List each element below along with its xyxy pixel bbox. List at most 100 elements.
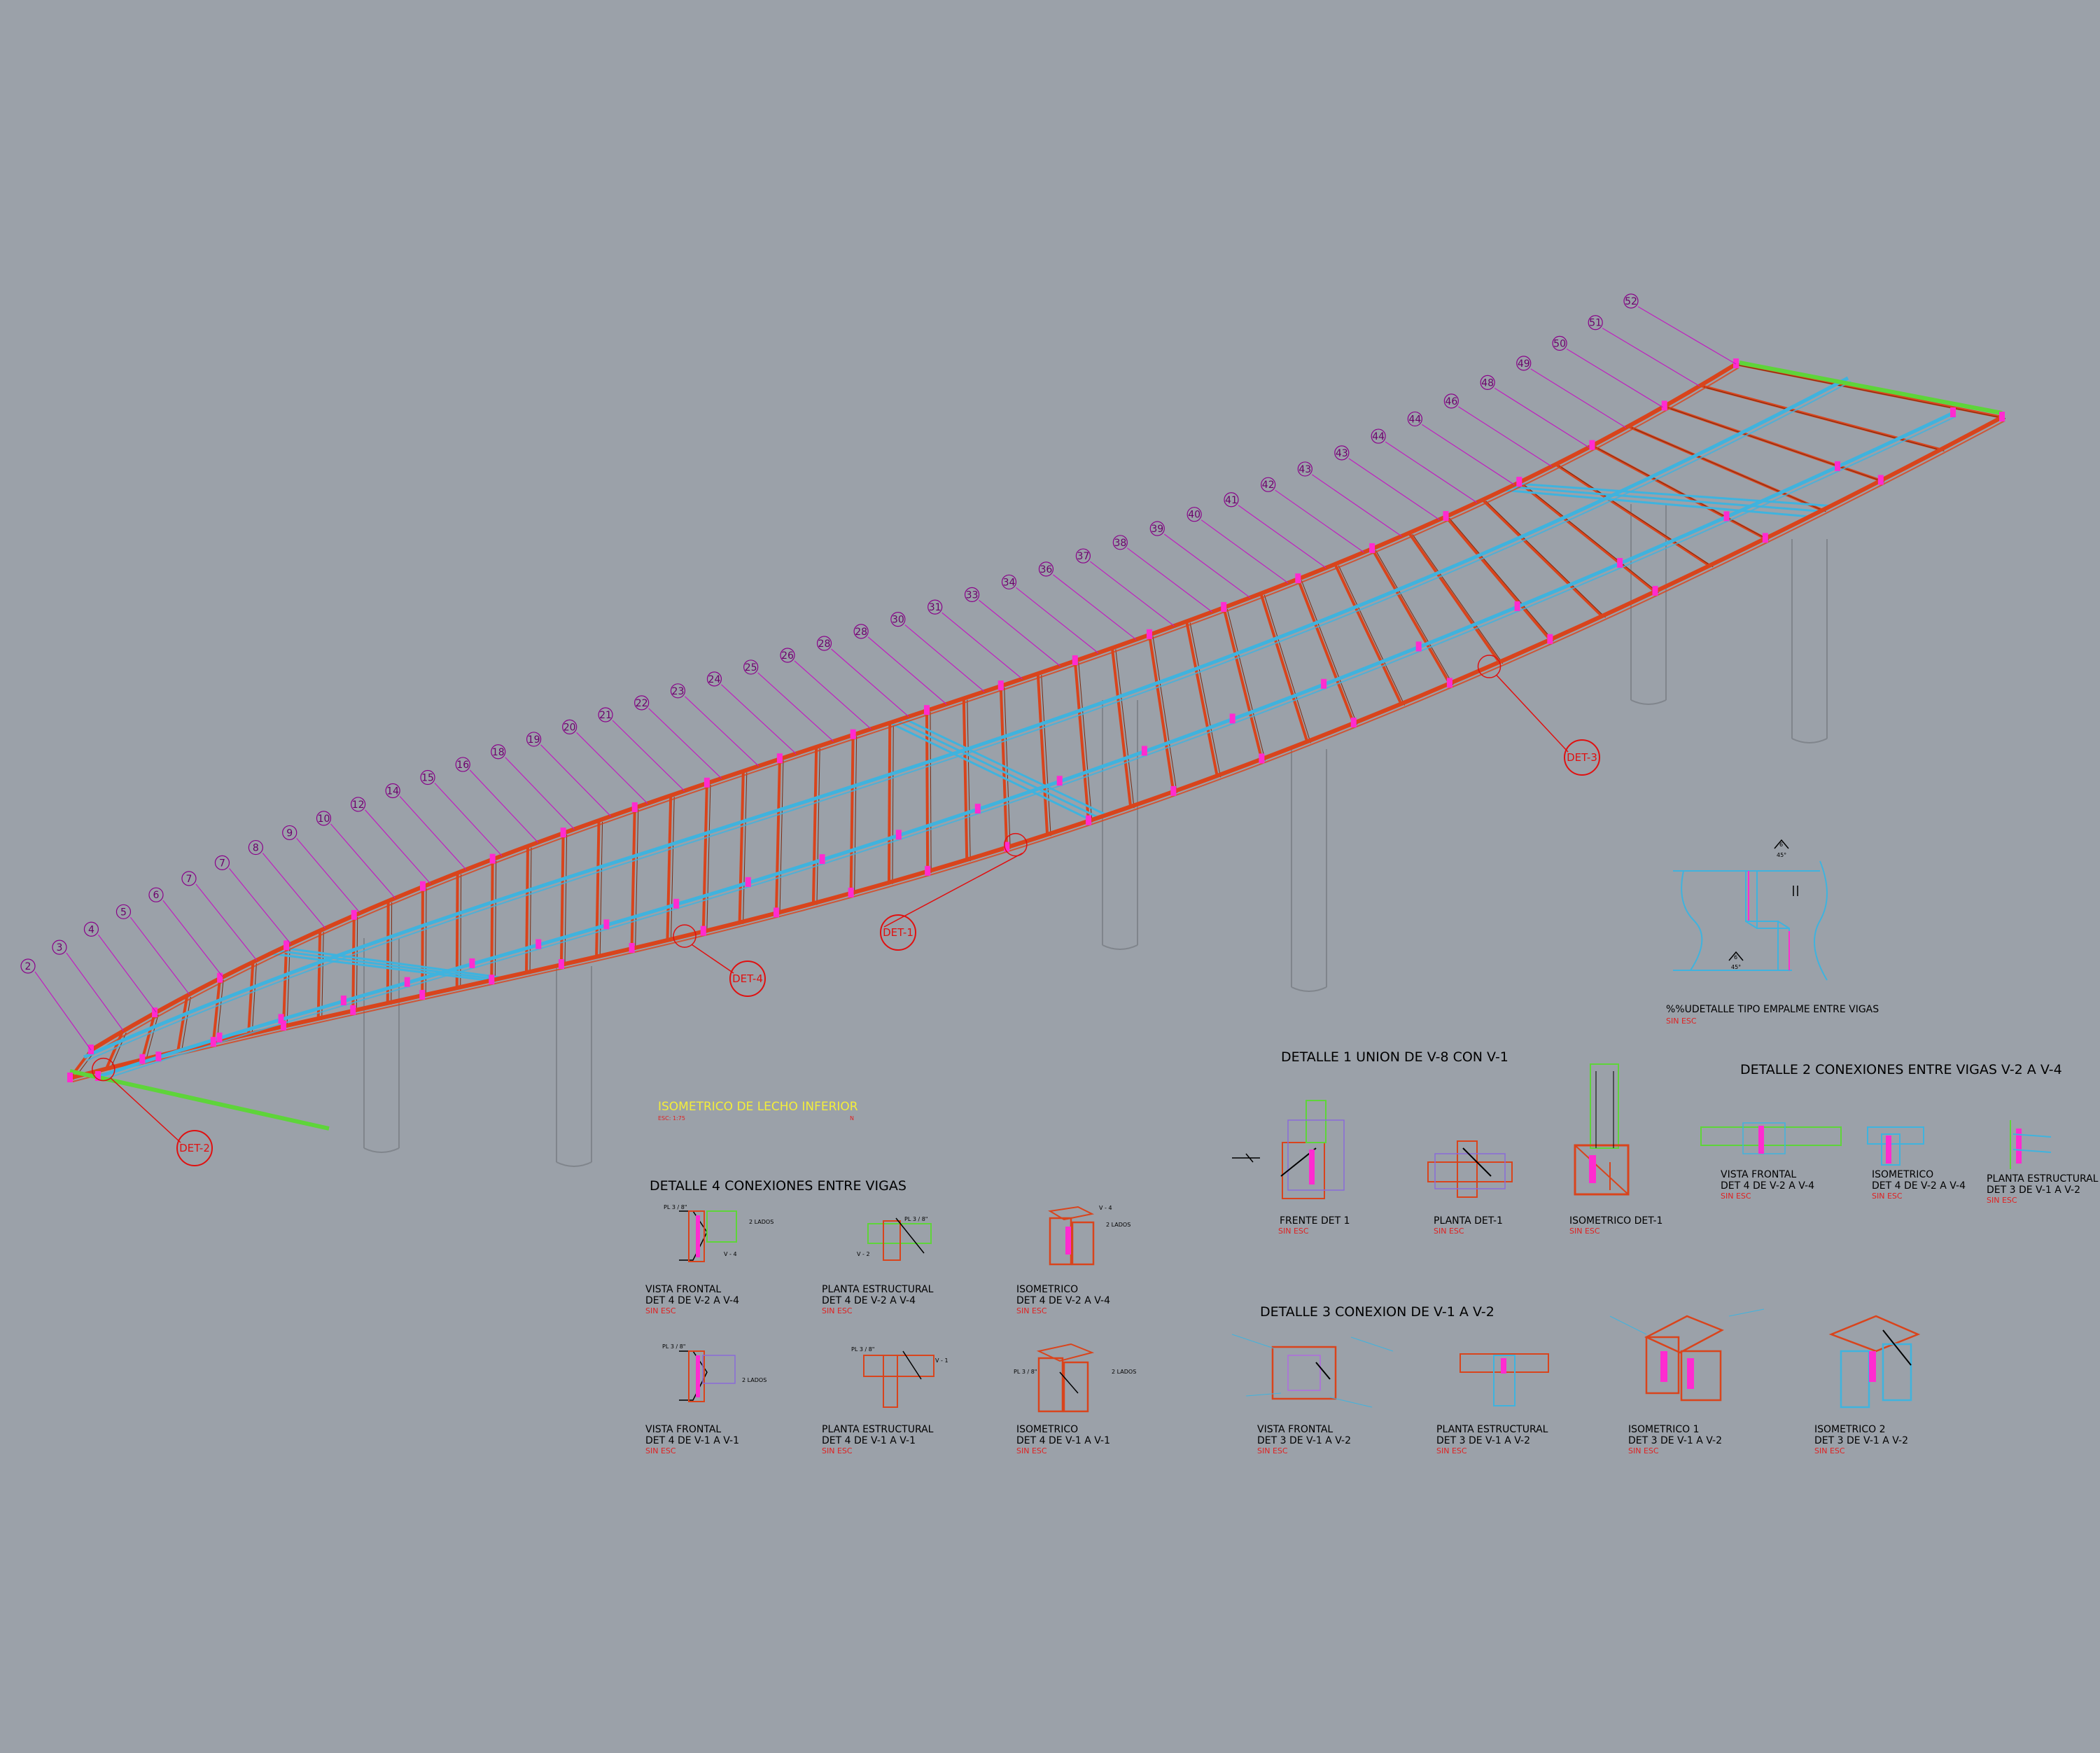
cross-beam	[316, 930, 322, 1019]
connection-plate	[1295, 573, 1301, 584]
connection-plate	[404, 977, 410, 987]
beam-number-callout: 51	[1588, 315, 1700, 386]
connection-plate	[155, 1052, 162, 1062]
beam-number-callout: 6	[148, 887, 223, 977]
connection-plate	[1950, 407, 1956, 417]
longitudinal-beam-a	[97, 411, 1954, 1079]
beam-number-label: 3	[56, 942, 62, 954]
connection-plate	[974, 804, 981, 814]
beam-number-label: 41	[1225, 495, 1238, 506]
beam-number-callout: 36	[1038, 561, 1137, 641]
cross-beam	[1036, 673, 1049, 835]
det-marker-label: DET-2	[179, 1142, 210, 1154]
connection-plate	[629, 942, 635, 953]
detalle4-view1-l2: DET 4 DE V-2 A V-4	[645, 1295, 739, 1306]
beam-number-callout: 31	[927, 599, 1023, 680]
connection-plate	[152, 1007, 158, 1018]
north-label: N	[850, 1115, 854, 1122]
connection-plate	[704, 777, 710, 788]
detalle3-iso2-graphic	[1828, 1315, 1921, 1409]
beam-number-callout: 52	[1623, 293, 1737, 365]
connection-plate	[1146, 629, 1152, 639]
beam-number-label: 2	[25, 961, 31, 972]
support-column	[1291, 749, 1327, 992]
beam-number-callout: 16	[455, 757, 539, 843]
detalle3-view4-l2: DET 3 DE V-1 A V-2	[1814, 1435, 1908, 1446]
beam-number-label: 42	[1262, 480, 1275, 491]
detalle2-view3-l2: DET 3 DE V-1 A V-2	[1987, 1185, 2080, 1196]
main-drawing-title: ISOMETRICO DE LECHO INFERIOR	[658, 1100, 858, 1114]
splice-title: %%UDETALLE TIPO EMPALME ENTRE VIGAS	[1666, 1004, 1879, 1015]
d4-r2-sides: 2 LADOS	[742, 1377, 766, 1383]
cross-beam	[1222, 607, 1264, 760]
beam-number-callout: 19	[526, 732, 612, 817]
beam-number-callout: 30	[890, 611, 985, 692]
beam-number-callout: 50	[1552, 335, 1663, 408]
cross-beam	[595, 820, 601, 957]
beam-number-callout: 48	[1480, 375, 1590, 448]
beam-number-callout: 39	[1149, 521, 1251, 599]
beam-number-callout: 8	[248, 839, 326, 929]
detalle1-frente-graphic	[1232, 1100, 1345, 1199]
detalle1-view1-label: FRENTE DET 1	[1280, 1215, 1350, 1227]
d4-r2-plate: PL 3 / 8"	[662, 1343, 685, 1350]
connection-plate	[469, 958, 475, 968]
connection-plate	[1661, 400, 1667, 411]
beam-number-label: 43	[1336, 448, 1348, 459]
detalle2-view3-l1: PLANTA ESTRUCTURAL	[1987, 1173, 2099, 1185]
detalle3-view3-l1: ISOMETRICO 1	[1628, 1424, 1700, 1435]
beam-number-callout: 40	[1186, 507, 1289, 584]
detalle2-iso-graphic	[1867, 1126, 1924, 1166]
beam-number-label: 28	[855, 627, 867, 638]
connection-plate	[895, 830, 902, 840]
beam-number-callout: 26	[780, 648, 872, 729]
beam-number-callout: 41	[1224, 492, 1326, 568]
detalle3-view1-l1: VISTA FRONTAL	[1257, 1424, 1333, 1435]
detalle4-view6-sin: SIN ESC	[1016, 1446, 1047, 1455]
connection-plate	[560, 827, 566, 838]
detalle-2: DETALLE 2 CONEXIONES ENTRE VIGAS V-2 A V…	[1700, 1062, 2099, 1205]
cross-beam	[1408, 532, 1501, 663]
connection-plate	[819, 854, 825, 865]
detalle1-iso-graphic	[1574, 1063, 1630, 1196]
detalle2-view2-l1: ISOMETRICO	[1872, 1169, 1933, 1180]
beam-number-label: 25	[745, 662, 757, 673]
connection-plate	[284, 940, 290, 951]
beam-number-label: 28	[818, 638, 831, 650]
beam-number-label: 44	[1408, 414, 1421, 425]
detalle4-r1-iso-graphic: V - 4 2 LADOS	[1048, 1205, 1130, 1266]
beam-number-callout: 12	[351, 797, 431, 884]
connection-plate	[278, 1014, 284, 1024]
beam-number-label: 7	[219, 858, 225, 869]
d4-r1i-sides: 2 LADOS	[1106, 1222, 1130, 1228]
cross-beam	[1591, 444, 1766, 540]
beam-number-label: 10	[318, 813, 330, 825]
splice-weld-bottom: 6	[1734, 954, 1737, 961]
detalle4-r1-planta-graphic: PL 3 / 8" V - 2	[857, 1216, 932, 1261]
cross-beam	[701, 783, 708, 932]
d4-r2i-sides: 2 LADOS	[1112, 1369, 1136, 1375]
detalle3-frontal-graphic	[1231, 1334, 1394, 1408]
connection-plate	[1004, 841, 1010, 852]
beam-number-label: 12	[352, 799, 365, 811]
cross-beam	[1296, 578, 1355, 724]
d4-r2i-plate: PL 3 / 8"	[1014, 1369, 1037, 1375]
connection-plate	[850, 729, 856, 739]
beam-number-callout: 7	[214, 855, 291, 944]
beam-number-label: 44	[1372, 431, 1385, 442]
diagonal-beam-group	[889, 717, 1107, 821]
connection-plate	[776, 753, 783, 764]
detalle3-planta-graphic	[1460, 1353, 1549, 1406]
beam-number-label: 5	[120, 907, 127, 918]
beam-number-callout: 23	[670, 683, 760, 767]
connection-plate	[848, 887, 854, 898]
beam-number-label: 48	[1481, 377, 1494, 389]
beam-number-label: 37	[1077, 551, 1089, 562]
cross-beam	[1259, 593, 1309, 742]
connection-plate	[558, 959, 564, 970]
edge-girder-far	[90, 362, 1737, 1052]
splice-sin: SIN ESC	[1666, 1017, 1697, 1026]
